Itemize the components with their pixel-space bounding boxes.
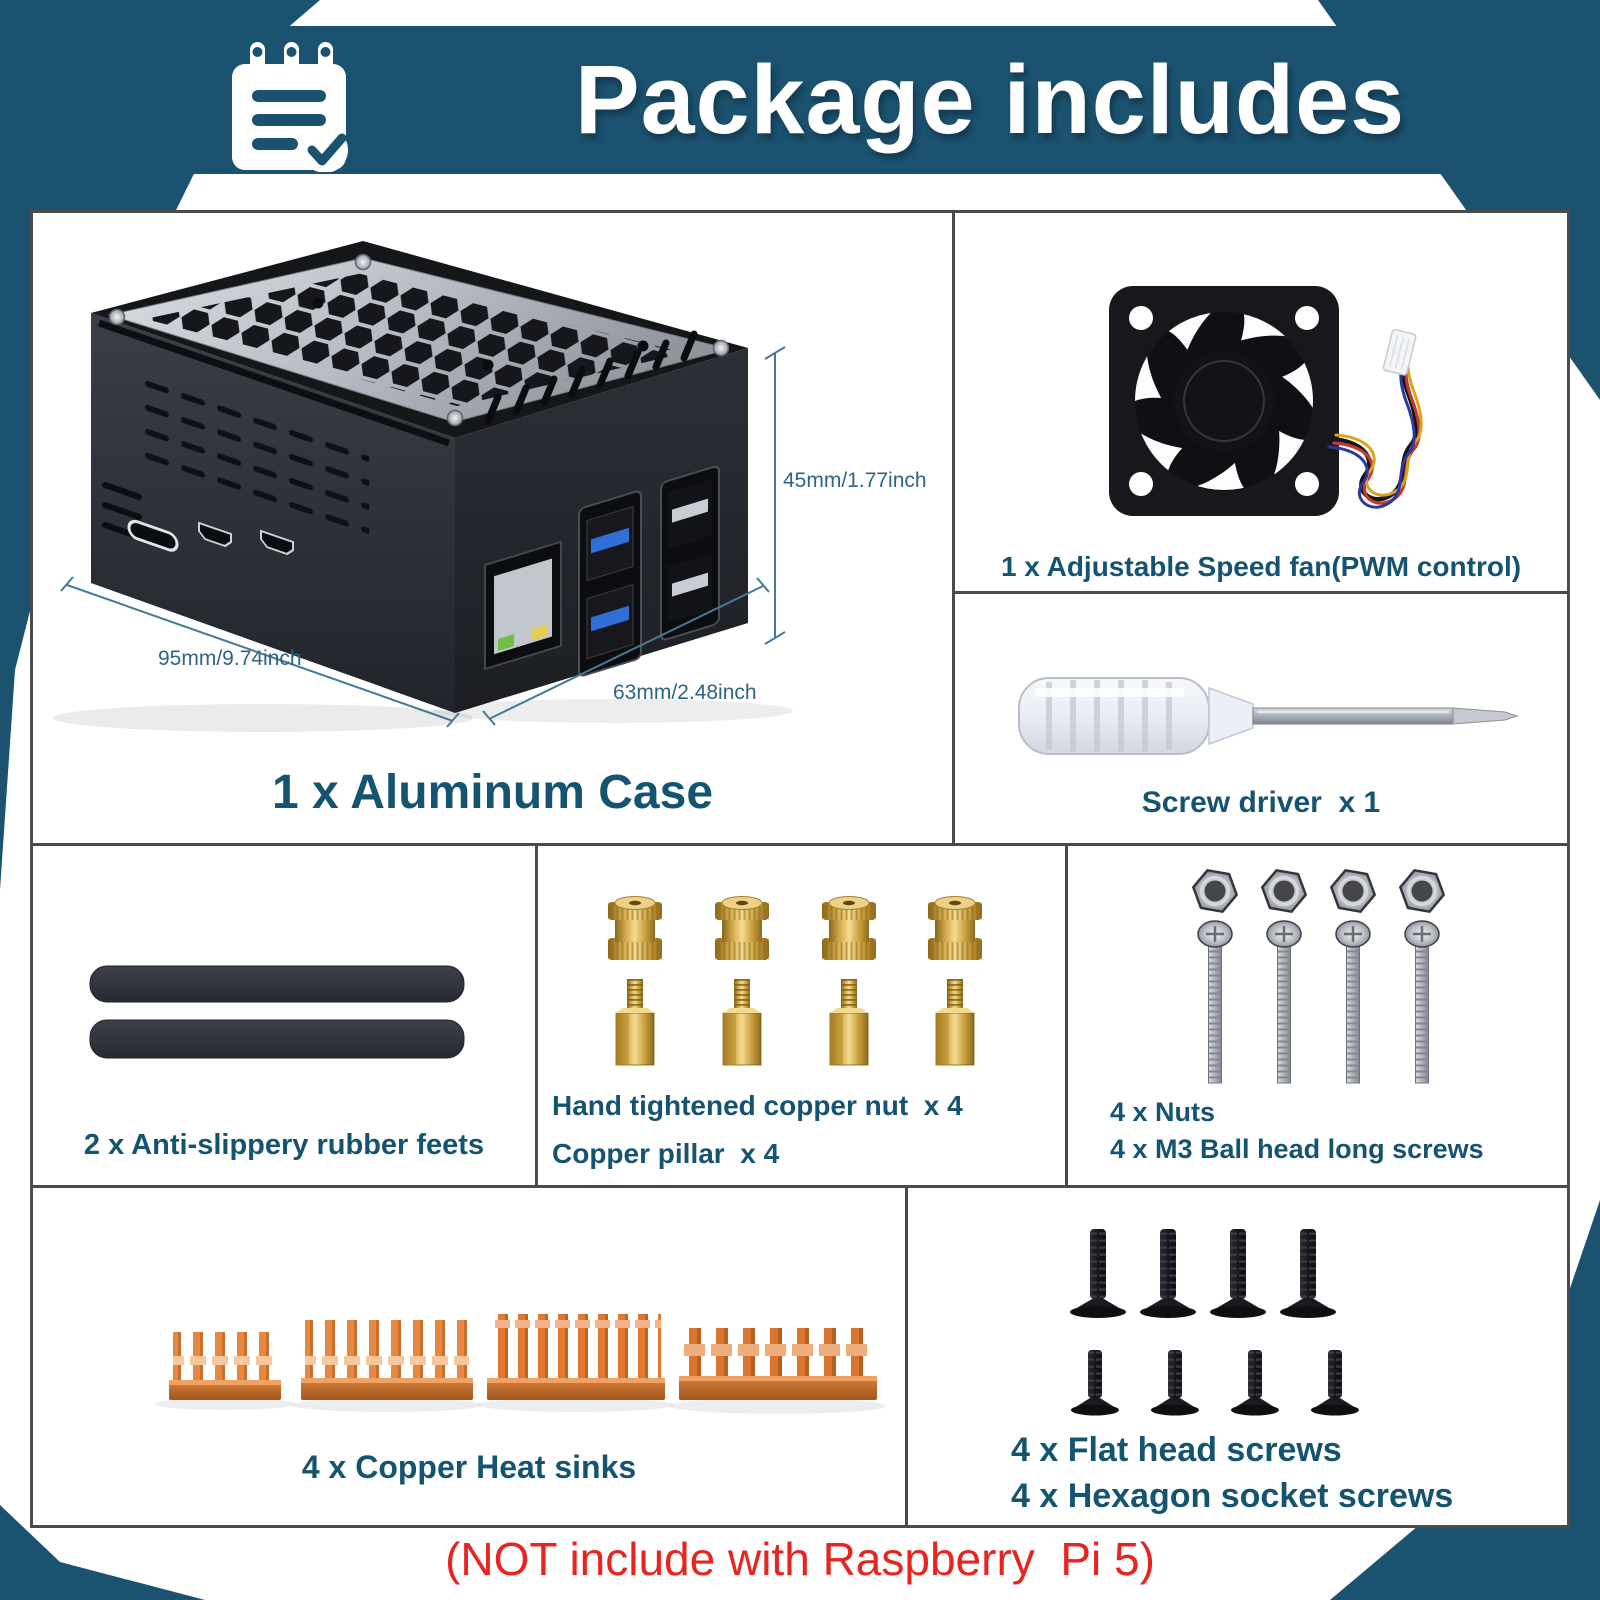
panel-nuts-screws: 4 x Nuts 4 x M3 Ball head long screws bbox=[1065, 843, 1570, 1188]
black-screws-illustration bbox=[1070, 1229, 1359, 1416]
panel-heatsinks: 4 x Copper Heat sinks bbox=[30, 1185, 908, 1528]
usb3-ports bbox=[578, 490, 642, 677]
rear-vent-slots bbox=[484, 330, 698, 425]
copper-pillars-row bbox=[615, 979, 975, 1066]
screwdriver-tip bbox=[1452, 707, 1519, 725]
screwdriver-illustration bbox=[1018, 677, 1519, 755]
fan-hub bbox=[1174, 351, 1274, 451]
aluminum-case-label: 1 x Aluminum Case bbox=[271, 766, 714, 819]
hex-socket-screws-row bbox=[1071, 1350, 1359, 1416]
rubber-strip bbox=[89, 965, 465, 1003]
rubber-strip bbox=[89, 1019, 465, 1059]
dimension-length: 95mm/9.74inch bbox=[158, 647, 302, 670]
heatsink-small bbox=[169, 1332, 281, 1400]
heatsink-tall bbox=[487, 1314, 665, 1400]
copper-pillar-label: Copper pillar x 4 bbox=[552, 1138, 780, 1169]
page-title: Package includes bbox=[574, 45, 1406, 154]
ethernet-port bbox=[484, 540, 562, 671]
flat-head-screws-row bbox=[1070, 1229, 1336, 1318]
dimension-lines bbox=[60, 346, 786, 728]
not-included-note: (NOT include with Raspberry Pi 5) bbox=[445, 1533, 1155, 1585]
micro-hdmi-port-1 bbox=[198, 521, 232, 548]
heatsink-medium bbox=[301, 1320, 473, 1400]
dimension-width: 63mm/2.48inch bbox=[613, 681, 757, 704]
panel-black-screws: 4 x Flat head screws 4 x Hexagon socket … bbox=[905, 1185, 1570, 1528]
fan-cable bbox=[1327, 357, 1423, 509]
flat-head-screws-label: 4 x Flat head screws bbox=[1011, 1431, 1342, 1469]
rubber-feet-label: 2 x Anti-slippery rubber feets bbox=[83, 1129, 485, 1161]
panel-screwdriver: Screw driver x 1 bbox=[952, 591, 1570, 846]
copper-nuts-row bbox=[608, 896, 982, 960]
m3-screws-label: 4 x M3 Ball head long screws bbox=[1110, 1134, 1484, 1164]
fan-connector bbox=[1382, 328, 1417, 376]
panel-copper-parts: Hand tightened copper nut x 4 Copper pil… bbox=[535, 843, 1068, 1188]
notepad-check-icon bbox=[232, 42, 348, 172]
panel-fan: 1 x Adjustable Speed fan(PWM control) bbox=[952, 210, 1570, 594]
screwdriver-shaft bbox=[1252, 707, 1454, 725]
heatsink-large bbox=[679, 1328, 877, 1400]
copper-parts-illustration bbox=[608, 896, 982, 1066]
fan-mount-holes bbox=[1129, 306, 1319, 496]
aluminum-case-illustration bbox=[53, 241, 793, 732]
copper-nut-label: Hand tightened copper nut x 4 bbox=[552, 1090, 963, 1121]
rubber-feet-illustration bbox=[89, 965, 465, 1059]
micro-hdmi-port-2 bbox=[260, 529, 294, 556]
fan-label: 1 x Adjustable Speed fan(PWM control) bbox=[1000, 551, 1522, 582]
usb-c-port bbox=[127, 519, 179, 552]
fan-illustration bbox=[1109, 286, 1423, 516]
screwdriver-label: Screw driver x 1 bbox=[1141, 786, 1381, 819]
heatsinks-illustration bbox=[155, 1314, 886, 1414]
nuts-label: 4 x Nuts bbox=[1110, 1097, 1216, 1127]
hexagon-socket-screws-label: 4 x Hexagon socket screws bbox=[1011, 1477, 1454, 1515]
dimension-height: 45mm/1.77inch bbox=[783, 469, 927, 492]
panel-rubber-feet: 2 x Anti-slippery rubber feets bbox=[30, 843, 538, 1188]
hex-nuts-row bbox=[1192, 869, 1445, 913]
header-banner: Package includes bbox=[30, 26, 1570, 174]
panel-aluminum-case: 45mm/1.77inch 95mm/9.74inch 63mm/2.48inc… bbox=[30, 210, 955, 846]
usb2-ports bbox=[660, 465, 720, 641]
top-corner-screws bbox=[108, 253, 730, 427]
heatsinks-label: 4 x Copper Heat sinks bbox=[301, 1449, 637, 1485]
long-screws-row bbox=[1197, 920, 1440, 1084]
nuts-screws-illustration bbox=[1192, 869, 1445, 1084]
